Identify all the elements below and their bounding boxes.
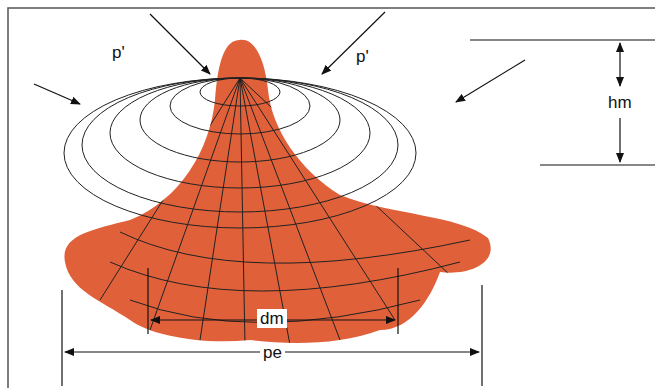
pressure-label: p' xyxy=(109,43,128,62)
diameter-label: dm xyxy=(257,309,287,328)
height-label: hm xyxy=(605,93,635,112)
pressure-label: p' xyxy=(353,47,372,66)
base-width-label: pe xyxy=(260,343,285,362)
